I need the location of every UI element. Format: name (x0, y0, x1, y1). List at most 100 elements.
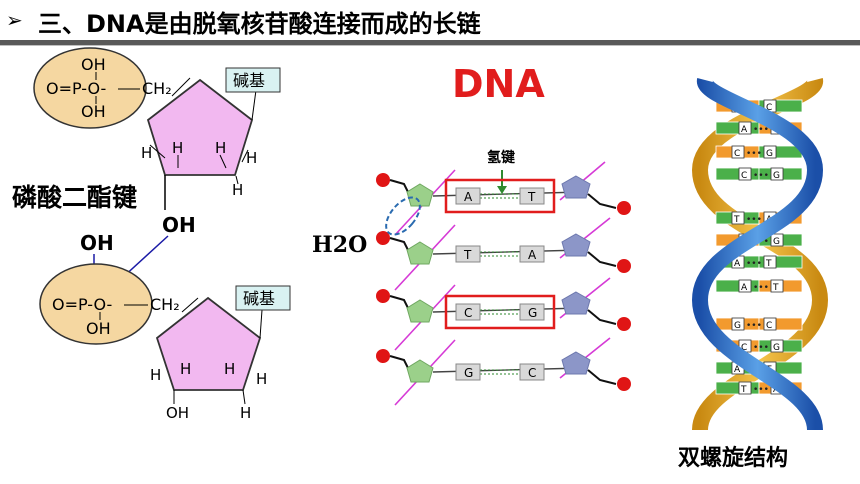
phosphate-bottom (39, 263, 153, 345)
dna-title: DNA (452, 62, 545, 106)
sugar-right (561, 175, 591, 199)
h-bot-4: H (256, 370, 267, 388)
page-title: 三、DNA是由脱氧核苷酸连接而成的长链 (38, 10, 481, 38)
base-left-letter: C (464, 306, 472, 320)
phos-top-oh-upper: OH (81, 55, 106, 74)
base-right-letter: T (527, 190, 536, 204)
rung-right-letter: T (765, 259, 772, 269)
svg-text:•••: ••• (746, 321, 762, 331)
rung-right-letter: T (772, 283, 779, 293)
base-box-bottom (235, 285, 291, 311)
phosphate-dot-left (376, 173, 390, 187)
base-right (519, 187, 545, 205)
svg-text:•••: ••• (753, 171, 769, 181)
rung-right-letter: G (766, 149, 773, 159)
phosphodiester-bond-label: 磷酸二酯键 (12, 183, 138, 212)
base-left-letter: G (464, 366, 473, 380)
highlight-box-at (444, 178, 556, 214)
bottom-oh: OH (166, 404, 189, 422)
svg-text:•••: ••• (753, 385, 769, 395)
sugar-bottom (155, 296, 262, 391)
free-oh: OH (80, 231, 114, 255)
h-top-4: H (246, 149, 257, 167)
base-left (455, 303, 481, 321)
phos-bottom-core: O=P-O- (52, 295, 112, 314)
phosphate-dot-right (617, 317, 631, 331)
h-top-3: H (215, 139, 226, 157)
base-box-top (225, 67, 281, 93)
rung-right-letter: G (773, 237, 780, 247)
base-right (519, 363, 545, 381)
rung-left-letter: A (741, 283, 748, 293)
rung-left-letter: A (741, 125, 748, 135)
sugar-top (146, 78, 254, 176)
rung-left-letter: T (733, 215, 740, 225)
svg-text:•••: ••• (746, 149, 762, 159)
title-divider-thin (0, 45, 860, 46)
h-bot-3: H (224, 360, 235, 378)
base-left-letter: A (464, 190, 473, 204)
sugar-right (561, 233, 591, 257)
dna-strand-diagram: A T T A C G G C (376, 161, 631, 406)
phos-top-core: O=P-O- (46, 79, 106, 98)
rung-left-letter: A (734, 365, 741, 375)
h-top-5: H (232, 181, 243, 199)
rung-right-letter: C (766, 321, 772, 331)
bullet-icon: ➢ (6, 8, 23, 32)
svg-text:•••: ••• (753, 125, 769, 135)
svg-text:•••: ••• (746, 215, 762, 225)
phosphate-top (33, 47, 147, 129)
base-left (455, 187, 481, 205)
sugar-3-oh: OH (162, 213, 196, 237)
base-left-letter: T (463, 248, 472, 262)
base-label-bottom: 碱基 (243, 289, 275, 308)
base-left (455, 363, 481, 381)
rung-left-letter: C (741, 171, 747, 181)
h-top-1: H (141, 144, 152, 162)
h-bot-2: H (180, 360, 191, 378)
base-right-letter: G (528, 306, 537, 320)
sugar-right (561, 291, 591, 315)
svg-text:•••: ••• (753, 343, 769, 353)
phosphate-dot-left (376, 349, 390, 363)
ch2-bottom: CH₂ (150, 295, 180, 314)
svg-text:•••: ••• (746, 259, 762, 269)
nucleotide-diagram: OH O=P-O- OH CH₂ 碱基 H H H H H OH OH O=P-… (33, 47, 291, 422)
h-bot-5: H (240, 404, 251, 422)
phosphate-dot-right (617, 259, 631, 273)
phos-bottom-oh-lower: OH (86, 319, 111, 338)
base-right (519, 245, 545, 263)
h-top-2: H (172, 139, 183, 157)
sugar-left (406, 241, 434, 265)
rung-left-letter: T (740, 385, 747, 395)
phosphate-dot-left (376, 289, 390, 303)
sugar-left (406, 299, 434, 323)
phos-top-oh-lower: OH (81, 102, 106, 121)
phosphate-dot-left (376, 231, 390, 245)
dehydration-circle (385, 196, 421, 236)
rung-left-letter: C (741, 343, 747, 353)
dna-rows: A T T A C G G C (376, 173, 631, 391)
helix-strand-blue (691, 78, 824, 431)
sugar-left (406, 359, 434, 383)
rung-left-letter: A (734, 259, 741, 269)
svg-text:•••: ••• (753, 283, 769, 293)
hydrogen-bond-label: 氢键 (487, 150, 515, 166)
sugar-right (561, 351, 591, 375)
rung-right-letter: G (773, 171, 780, 181)
double-helix-diagram: T•••CA•••TC•••GC•••GT•••AC•••GA•••TA•••T… (691, 78, 829, 432)
phosphate-dot-right (617, 377, 631, 391)
h-bot-1: H (150, 366, 161, 384)
title-bar: ➢ 三、DNA是由脱氧核苷酸连接而成的长链 (0, 0, 860, 40)
highlight-box-cg (444, 294, 556, 330)
rung-left-letter: C (734, 149, 740, 159)
base-right-letter: C (528, 366, 536, 380)
phosphate-dot-right (617, 201, 631, 215)
rung-left-letter: G (734, 321, 741, 331)
title-divider (0, 40, 860, 45)
base-right-letter: A (528, 248, 537, 262)
water-label: H2O (312, 232, 368, 258)
rung-right-letter: G (773, 343, 780, 353)
base-right (519, 303, 545, 321)
double-helix-caption: 双螺旋结构 (678, 446, 789, 471)
